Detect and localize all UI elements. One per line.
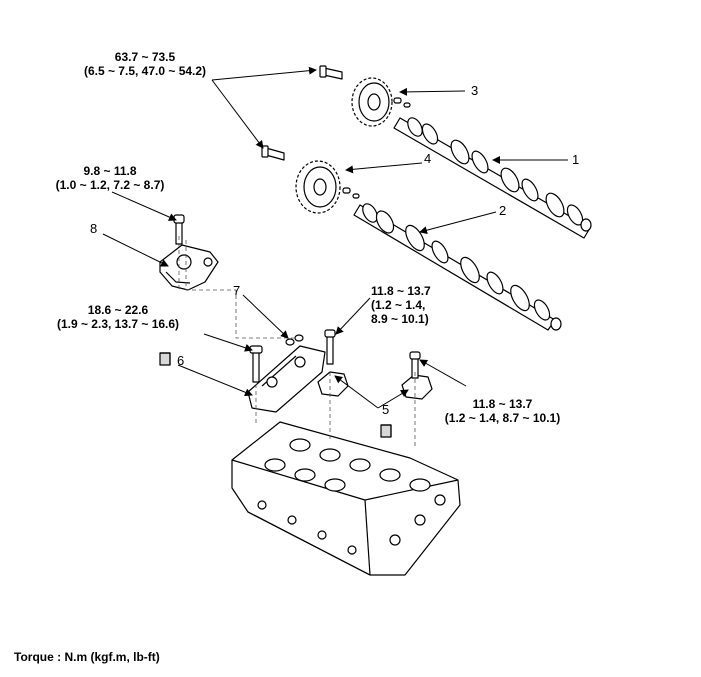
- dowel-pin: [294, 334, 304, 342]
- replace-part-icon: [380, 424, 392, 438]
- callout-2: 2: [499, 203, 507, 218]
- leader-lines: [102, 66, 568, 409]
- torque-label-ocv-bolt: 9.8 ~ 11.8 (1.0 ~ 1.2, 7.2 ~ 8.7): [55, 164, 165, 192]
- intake-cvvt-sprocket: [351, 77, 411, 127]
- alignment-lines: [178, 236, 416, 448]
- callout-3: 3: [471, 83, 479, 98]
- exhaust-cvvt-sprocket: [295, 160, 360, 214]
- intake-camshaft: [393, 117, 592, 239]
- oil-control-valve: [159, 214, 219, 291]
- torque-label-front-cap-bolts: 18.6 ~ 22.6 (1.9 ~ 2.3, 13.7 ~ 16.6): [56, 303, 180, 331]
- callout-4: 4: [424, 151, 432, 166]
- callout-5: 5: [382, 402, 390, 417]
- callout-7: 7: [233, 283, 241, 298]
- cylinder-head: [231, 421, 461, 576]
- torque-label-bearing-cap-bolts-right: 11.8 ~ 13.7 (1.2 ~ 1.4, 8.7 ~ 10.1): [444, 397, 561, 425]
- exhaust-camshaft: [353, 203, 562, 331]
- callout-8: 8: [90, 221, 98, 236]
- dowel-pin: [285, 338, 295, 346]
- replace-part-icon: [159, 352, 171, 366]
- front-bearing-cap: [247, 345, 326, 413]
- sprocket-bolts: [261, 65, 343, 161]
- torque-label-bearing-cap-bolts-upper: 11.8 ~ 13.7 (1.2 ~ 1.4, 8.9 ~ 10.1): [371, 284, 431, 326]
- callout-6: 6: [177, 353, 185, 368]
- torque-label-camshaft-sprocket-bolts: 63.7 ~ 73.5 (6.5 ~ 7.5, 47.0 ~ 54.2): [83, 50, 207, 78]
- callout-1: 1: [572, 152, 580, 167]
- torque-unit-note: Torque : N.m (kgf.m, lb-ft): [14, 650, 160, 664]
